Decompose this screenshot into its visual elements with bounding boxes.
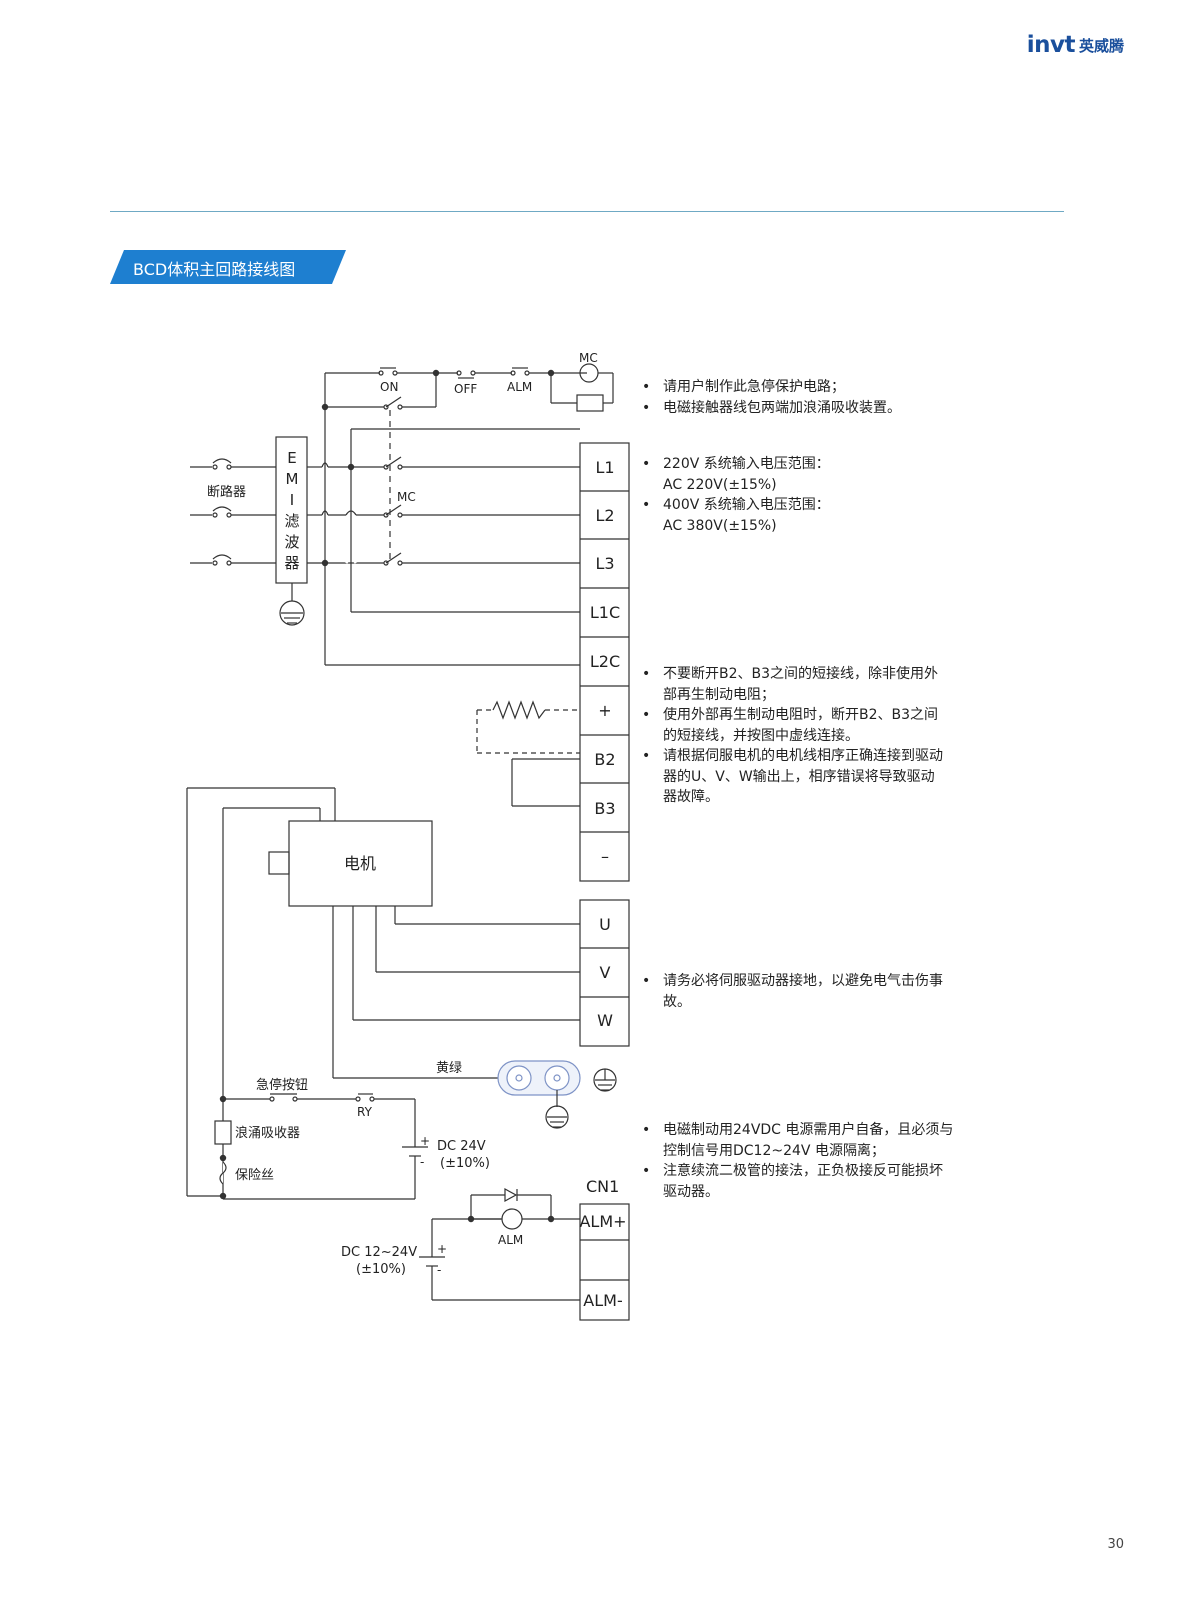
label-dc1224-minus: - xyxy=(437,1263,441,1277)
brand-logo: invt 英威腾 xyxy=(1027,32,1124,58)
note-item: 请用户制作此急停保护电路； xyxy=(640,377,960,398)
label-dc24-plus: + xyxy=(420,1134,430,1148)
note-item: 电磁制动用24VDC 电源需用户自备，且必须与控制信号用DC12~24V 电源隔… xyxy=(640,1120,955,1161)
label-dc12-24v: DC 12~24V xyxy=(341,1245,417,1260)
section-title-tag: BCD体积主回路接线图 xyxy=(110,250,346,284)
note-item: 400V 系统输入电压范围：AC 380V(±15%) xyxy=(640,495,840,536)
note-item: 电磁接触器线包两端加浪涌吸收装置。 xyxy=(640,398,960,419)
note-item: 请务必将伺服驱动器接地，以避免电气击伤事故。 xyxy=(640,971,950,1012)
top-divider xyxy=(110,211,1064,212)
label-motor: 电机 xyxy=(344,854,376,873)
terminal-l1: L1 xyxy=(595,458,614,477)
section-title-bg xyxy=(110,250,346,284)
ground-studs xyxy=(497,1060,617,1129)
terminal-l1c: L1C xyxy=(590,603,620,622)
notes-group-2: 220V 系统输入电压范围：AC 220V(±15%) 400V 系统输入电压范… xyxy=(640,454,840,536)
terminal-b2: B2 xyxy=(594,750,615,769)
notes-group-4: 请务必将伺服驱动器接地，以避免电气击伤事故。 xyxy=(640,971,950,1012)
terminal-alm-plus: ALM+ xyxy=(579,1212,626,1231)
terminal-minus: – xyxy=(601,847,609,866)
notes-group-3: 不要断开B2、B3之间的短接线，除非使用外部再生制动电阻； 使用外部再生制动电阻… xyxy=(640,664,945,808)
label-mc-mid: MC xyxy=(397,490,416,504)
terminal-l3: L3 xyxy=(595,554,614,573)
uvw-terminal-block xyxy=(579,899,630,1047)
label-yellow-green: 黄绿 xyxy=(436,1061,462,1076)
terminal-u: U xyxy=(599,915,611,934)
label-surge-absorber: 浪涌吸收器 xyxy=(235,1126,300,1141)
section-title: BCD体积主回路接线图 xyxy=(133,260,296,279)
emi-letter-m: M xyxy=(286,470,299,488)
note-item: 不要断开B2、B3之间的短接线，除非使用外部再生制动电阻； xyxy=(640,664,945,705)
logo-chinese-name: 英威腾 xyxy=(1078,36,1124,55)
note-item: 使用外部再生制动电阻时，断开B2、B3之间的短接线，并按图中虚线连接。 xyxy=(640,705,945,746)
label-fuse: 保险丝 xyxy=(235,1168,274,1183)
label-dc24-minus: - xyxy=(420,1155,424,1169)
brake-circuit xyxy=(187,1093,428,1200)
emi-char-bo: 波 xyxy=(284,533,299,551)
terminal-alm-minus: ALM- xyxy=(583,1291,622,1310)
estop-loop xyxy=(321,363,614,665)
emi-letter-i: I xyxy=(290,491,294,509)
notes-group-1: 请用户制作此急停保护电路； 电磁接触器线包两端加浪涌吸收装置。 xyxy=(640,377,960,418)
note-item: 注意续流二极管的接法，正负极接反可能损坏驱动器。 xyxy=(640,1161,955,1202)
three-phase-input xyxy=(190,428,580,666)
label-estop-button: 急停按钮 xyxy=(256,1077,308,1093)
label-cn1: CN1 xyxy=(586,1177,619,1196)
regen-resistor xyxy=(476,700,580,807)
label-alm-top: ALM xyxy=(507,380,532,394)
terminal-l2c: L2C xyxy=(590,652,620,671)
label-mc-top: MC xyxy=(579,351,598,365)
label-alm-bottom: ALM xyxy=(498,1233,523,1247)
label-dc24v: DC 24V xyxy=(437,1139,486,1154)
label-breaker: 断路器 xyxy=(207,484,246,500)
label-dc12-24v-tolerance: (±10%) xyxy=(356,1262,406,1277)
page-number: 30 xyxy=(1107,1537,1124,1552)
label-on: ON xyxy=(380,380,398,394)
cn1-circuit xyxy=(419,1187,630,1321)
main-terminal-block xyxy=(579,442,630,882)
label-off: OFF xyxy=(454,382,477,396)
emi-ground-icon xyxy=(279,583,305,626)
label-dc24v-tolerance: (±10%) xyxy=(440,1156,490,1171)
label-dc1224-plus: + xyxy=(437,1242,447,1256)
note-item: 220V 系统输入电压范围：AC 220V(±15%) xyxy=(640,454,840,495)
emi-letter-e: E xyxy=(287,449,296,467)
logo-mark: invt xyxy=(1026,32,1076,58)
terminal-v: V xyxy=(600,963,611,982)
note-item: 请根据伺服电机的电机线相序正确连接到驱动器的U、V、W输出上，相序错误将导致驱动… xyxy=(640,746,945,808)
terminal-l2: L2 xyxy=(595,506,614,525)
label-ry: RY xyxy=(357,1105,373,1119)
emi-char-qi: 器 xyxy=(284,554,299,572)
motor-wiring xyxy=(186,787,580,1199)
terminal-plus: + xyxy=(598,701,611,720)
terminal-b3: B3 xyxy=(594,799,615,818)
notes-group-5: 电磁制动用24VDC 电源需用户自备，且必须与控制信号用DC12~24V 电源隔… xyxy=(640,1120,955,1202)
emi-char-lv: 滤 xyxy=(284,512,299,530)
terminal-w: W xyxy=(597,1011,613,1030)
